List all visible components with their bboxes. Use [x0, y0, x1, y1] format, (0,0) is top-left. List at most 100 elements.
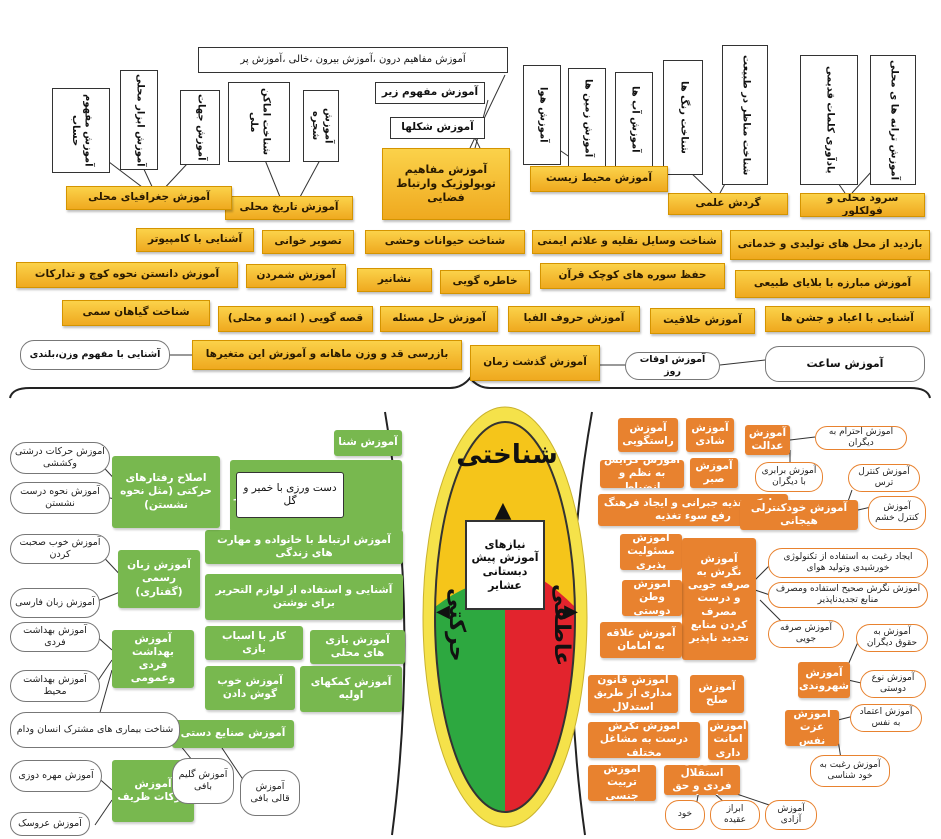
top-box-shekl: آموزش شکلها — [390, 117, 485, 139]
yellow-node: گردش علمی — [668, 193, 788, 215]
orange-node: آموزش شادی — [686, 418, 734, 452]
yellow-node: شناخت گیاهان سمی — [62, 300, 210, 326]
top-vertical-box: شناخت اماکن ملی — [228, 82, 290, 162]
orange-node: آموزش راستگویی — [618, 418, 678, 452]
yellow-node: شناخت حیوانات وحشی — [365, 230, 525, 254]
white-leaf: آموزش صرفه جویی — [768, 620, 844, 648]
orange-node: آموزش گرایش به نظم و انضباط — [600, 460, 684, 488]
orange-node: آموزش استقلال فردی و حق انتخاب — [664, 765, 740, 795]
white-leaf: آموزش عروسک — [10, 812, 90, 836]
white-leaf: آموزش رغبت به خود شناسی — [810, 755, 890, 787]
white-leaf: آموزش نوع دوستی — [860, 670, 926, 698]
yellow-node: آشنایی با اعیاد و جشن ها — [765, 306, 930, 332]
top-vertical-box: یادآوری کلمات قدیمی — [800, 55, 858, 185]
white-leaf: آموزش احترام به دیگران — [815, 426, 907, 450]
green-node: آموزش کمکهای اولیه — [300, 666, 402, 712]
white-leaf: آموزش آزادی — [765, 800, 817, 830]
top-center-node: آموزش مفاهیم توپولوژیک وارتباط فضایی — [382, 148, 510, 220]
orange-node: آموزش امانت داری — [708, 720, 748, 760]
top-vertical-box: آموزش مفهوم حساب — [52, 88, 110, 173]
left-arrow-icon: ◀ — [436, 600, 450, 622]
orange-node: آموزش علاقه به امامان — [600, 622, 682, 658]
white-leaf: آموزش برابری با دیگران — [755, 462, 823, 492]
yellow-node: آموزش مبارزه با بلایای طبیعی — [735, 270, 930, 298]
orange-node: آموزش شهروندی — [798, 662, 850, 698]
top-vertical-box: آموزش ترانه ها ی محلی — [870, 55, 916, 185]
green-node: کار با اسباب بازی — [205, 626, 303, 660]
green-node: آموزش بهداشت فردی وعمومی — [112, 630, 194, 688]
green-node: آموزش زبان رسمی (گفتاری) — [118, 550, 200, 608]
green-node: آموزش بازی های محلی — [310, 630, 405, 664]
yellow-node: قصه گویی ( ائمه و محلی) — [218, 306, 373, 332]
orange-node: آموزش مسئولیت پذیری — [620, 534, 682, 570]
orange-node: آموزش صبر — [690, 458, 738, 488]
yellow-node: آموزش جغرافیای محلی — [66, 186, 232, 210]
top-wide-box: آموزش مفاهیم درون ،آموزش بیرون ،خالی ،آم… — [198, 47, 508, 73]
green-node: آموزش ارتباط با خانواده و مهارت های زندگ… — [205, 530, 403, 564]
yellow-node: شناخت وسایل نقلیه و علائم ایمنی — [532, 230, 722, 254]
white-leaf: آموزش بهداشت محیط — [10, 670, 100, 702]
top-vertical-box: آموزش جهات — [180, 90, 220, 165]
white-leaf: آموزش حرکات درشتی وکششی — [10, 442, 110, 474]
white-leaf: آموزش به حقوق دیگران — [856, 624, 928, 652]
green-node: آشنایی و استفاده از لوازم التحریر برای ن… — [205, 574, 403, 620]
circle-label-right: عاطفی — [548, 583, 574, 667]
yellow-node: نشانیر — [357, 268, 432, 292]
white-leaf: آموزش اعتماد به نفس — [850, 704, 922, 732]
white-leaf: آموزش مهره دوزی — [10, 760, 102, 792]
yellow-node: آموزش شمردن — [246, 264, 346, 288]
top-vertical-box: شناخت مناظر در طبیعت — [722, 45, 768, 185]
orange-node: آموزش عزت نفس — [785, 710, 839, 746]
circle-center-box: نیازهای آموزش پیش دبستانی عشایر — [465, 520, 545, 610]
yellow-node: آموزش محیط زیست — [530, 166, 668, 192]
white-leaf: آموزش گلیم بافی — [172, 758, 234, 804]
yellow-node: تصویر خوانی — [262, 230, 354, 254]
white-node: آشنایی با مفهوم وزن،بلندی — [20, 340, 170, 370]
yellow-node: آموزش حل مسئله — [380, 306, 498, 332]
top-vertical-box: آموزش ابزار محلی — [120, 70, 158, 170]
yellow-node: آشنایی با کامپیوتر — [136, 228, 254, 252]
top-box-zir: آموزش مفهوم زیر — [375, 82, 485, 104]
yellow-node: آموزش گذشت زمان — [470, 345, 600, 381]
green-node: آموزش خوب گوش دادن — [205, 666, 295, 710]
orange-node: آموزش وطن دوستی — [622, 580, 682, 616]
green-node: آموزش صنایع دستی — [172, 720, 294, 748]
green-node: اصلاح رفتارهای حرکتی (مثل نحوه نشستن) — [112, 456, 220, 528]
white-leaf: ابراز عقیده — [710, 800, 760, 830]
white-leaf: آموزش نگرش صحیح استفاده ومصرف منابع تجدی… — [768, 582, 928, 608]
top-vertical-box: آموزش زمین ها — [568, 68, 606, 168]
white-inner-node: دست ورزی با خمیر و گل — [236, 472, 344, 518]
up-arrow-icon: ▲ — [494, 500, 512, 522]
white-leaf: آموزش نحوه درست نشستن — [10, 482, 110, 514]
white-leaf: آموزش قالی بافی — [240, 770, 300, 816]
circle-label-left: حرکتی — [443, 588, 469, 662]
white-leaf: آموزش بهداشت فردی — [10, 622, 100, 652]
white-leaf: شناخت بیماری های مشترک انسان ودام — [10, 712, 180, 748]
orange-node: آموزش خودکنترلی هیجانی — [740, 500, 858, 530]
orange-node: آموزش عدالت — [745, 425, 790, 455]
yellow-node: آموزش حروف الفبا — [508, 306, 640, 332]
green-node: آموزش شنا — [334, 430, 402, 456]
orange-node: آموزش نگرش به صرفه جویی و درست مصرف کردن… — [682, 538, 756, 660]
orange-node: آموزش نگرش درست به مشاغل مختلف — [588, 722, 700, 758]
white-node: آموزش ساعت — [765, 346, 925, 382]
orange-node: آموزش قانون مداری از طریق استدلال — [588, 675, 678, 713]
yellow-node: بازرسی قد و وزن ماهانه و آموزش این متغیر… — [192, 340, 462, 370]
top-vertical-box: آموزش شجره — [303, 90, 339, 162]
top-vertical-box: آموزش هوا — [523, 65, 561, 165]
right-arrow-icon: ▶ — [564, 600, 578, 622]
yellow-node: آموزش دانستن نحوه کوچ و تدارکات — [16, 262, 238, 288]
top-vertical-box: شناخت رنگ ها — [663, 60, 703, 175]
yellow-node: آموزش تاریخ محلی — [225, 196, 353, 220]
white-leaf: آموزش کنترل خشم — [868, 496, 926, 530]
circle-label-top: شناختی — [456, 439, 558, 470]
white-leaf: ایجاد رغبت به استفاده از تکنولوژی خورشید… — [768, 548, 928, 578]
orange-node: آموزش تربیت جنسی — [588, 765, 656, 801]
yellow-node: خاطره گویی — [440, 270, 530, 294]
white-leaf: آموزش خوب صحبت کردن — [10, 534, 110, 564]
white-leaf: خود — [665, 800, 705, 830]
white-leaf: آموزش کنترل ترس — [848, 464, 920, 492]
white-leaf: آموزش زبان فارسی — [10, 588, 100, 618]
yellow-node: بازدید از محل های تولیدی و خدماتی — [730, 230, 930, 260]
top-vertical-box: آموزش آب ها — [615, 72, 653, 167]
